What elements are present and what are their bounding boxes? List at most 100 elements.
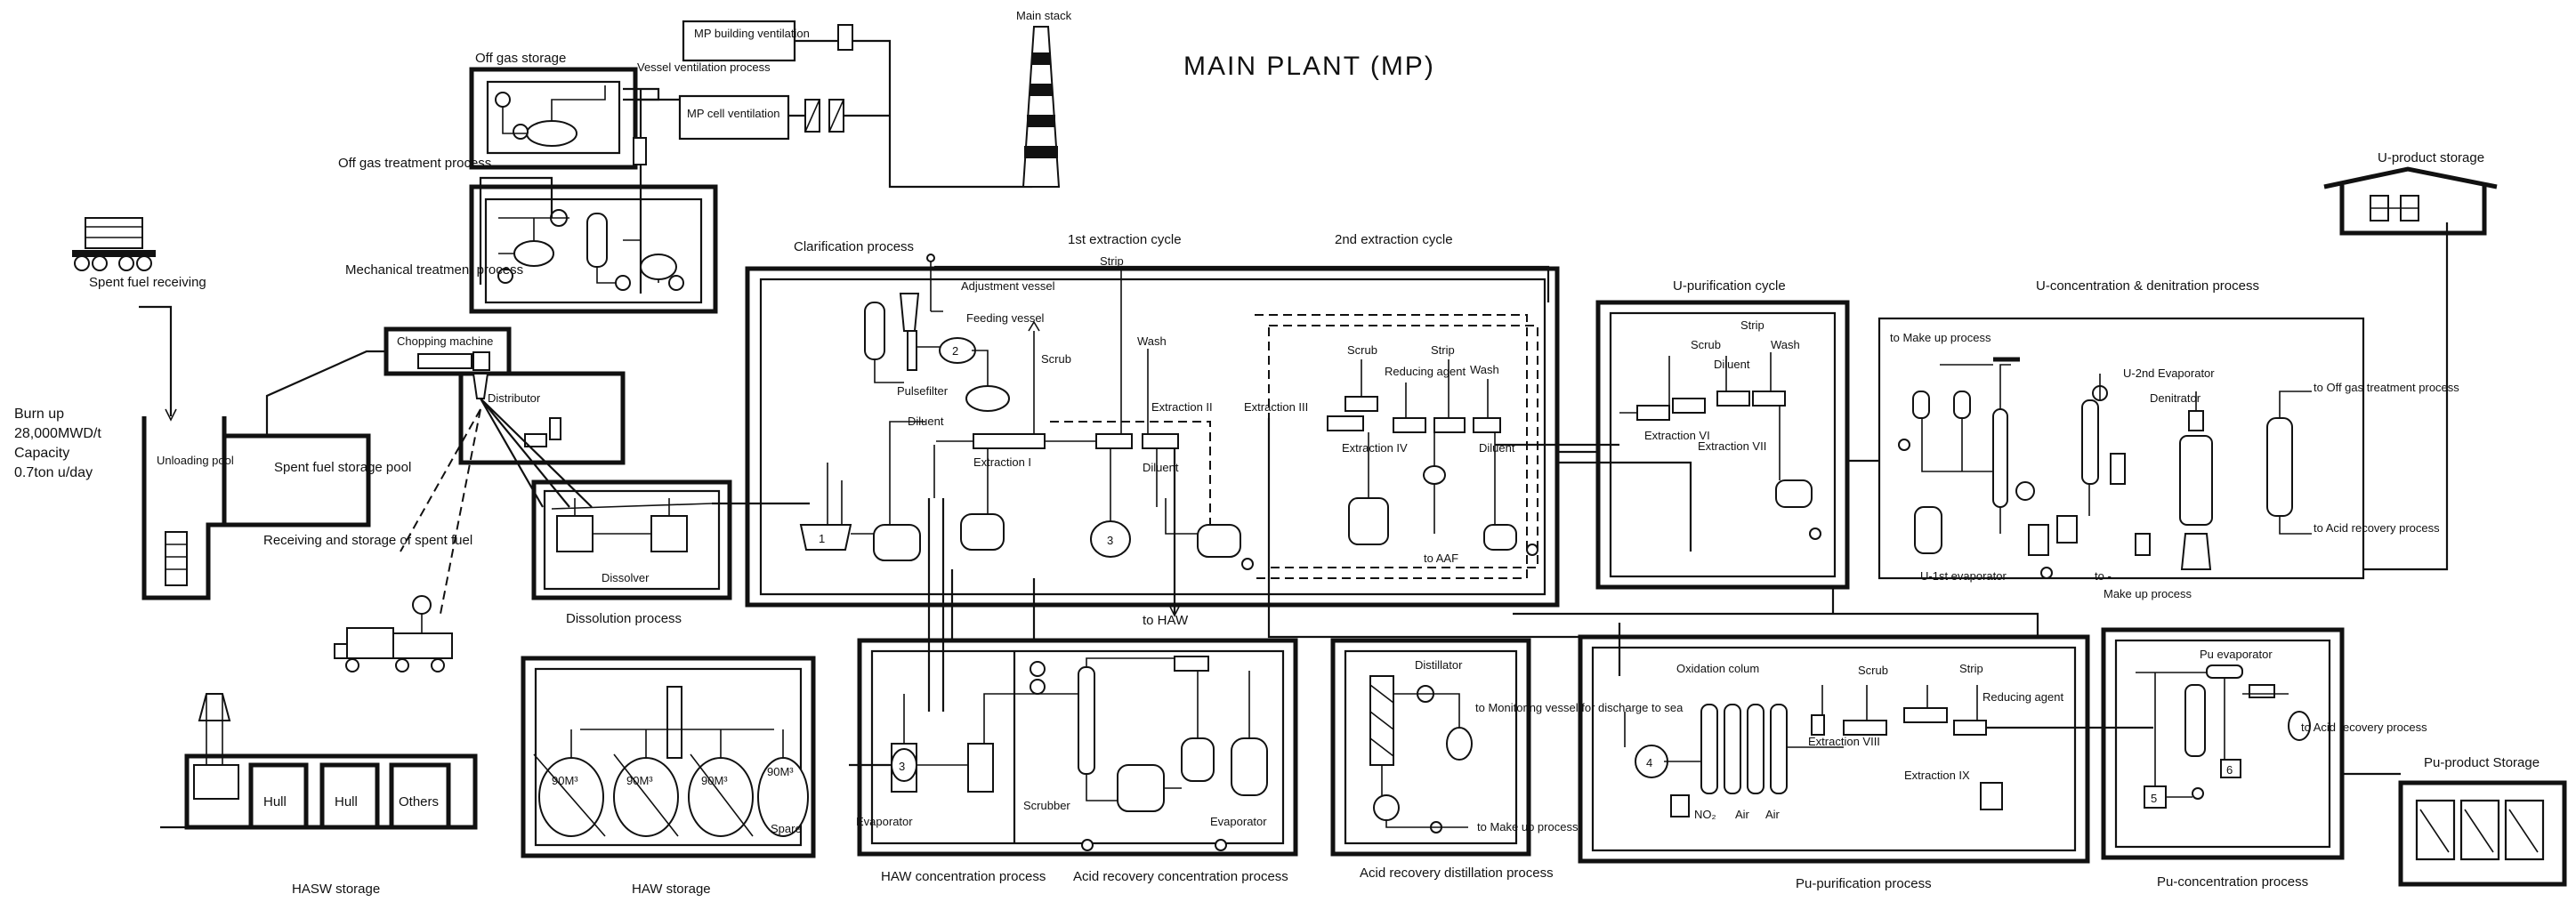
extraction-7-label: Extraction VII xyxy=(1698,439,1766,453)
scrub-label-4: Scrub xyxy=(1858,664,1888,677)
reducing-agent-label-2: Reducing agent xyxy=(1982,690,2063,704)
others-label: Others xyxy=(399,794,439,809)
scrub-label-1: Scrub xyxy=(1041,352,1071,366)
adjustment-vessel-label: Adjustment vessel xyxy=(961,279,1055,293)
vessel-6-number: 6 xyxy=(2226,763,2233,777)
to-acid-recovery-label-1: to Acid recovery process xyxy=(2314,521,2440,535)
receiving-storage-label: Receiving and storage of spent fuel xyxy=(263,533,472,548)
mp-cell-ventilation-label: MP cell ventilation xyxy=(687,107,780,120)
diluent-label-4: Diluent xyxy=(1714,358,1750,371)
to-dash-label: to - xyxy=(2095,569,2112,583)
pu-product-storage: Pu-product Storage xyxy=(2342,755,2564,884)
chopping-machine-label: Chopping machine xyxy=(397,334,493,348)
main-stack-label: Main stack xyxy=(1016,9,1072,22)
to-acid-recovery-label-2: to Acid recovery process xyxy=(2301,721,2427,734)
extraction-9-label: Extraction IX xyxy=(1904,769,1970,782)
burn-up-value: 28,000MWD/t xyxy=(14,426,101,441)
diluent-label-2: Diluent xyxy=(1143,461,1179,474)
second-extraction-cycle-label: 2nd extraction cycle xyxy=(1335,232,1453,247)
u-1st-evaporator-label: U-1st evaporator xyxy=(1920,569,2007,583)
u-product-storage-label: U-product storage xyxy=(2378,150,2484,165)
haw-tank-spare: 90M³Spare xyxy=(758,758,808,836)
strip-label-4: Strip xyxy=(1959,662,1983,675)
vessel-4-number: 4 xyxy=(1646,756,1652,769)
u-concentration: U-concentration & denitration process to… xyxy=(1879,222,2459,600)
diluent-label-1: Diluent xyxy=(908,415,944,428)
page-title: MAIN PLANT (MP) xyxy=(1183,52,1435,81)
mechanical-treatment-label: Mechanical treatment process xyxy=(345,262,523,278)
capacity-label: Capacity xyxy=(14,446,69,461)
diluent-label-3: Diluent xyxy=(1479,441,1515,455)
acid-recovery-distillation: Distillator to Monitoring vessel for dis… xyxy=(1333,640,1684,881)
strip-label-1: Strip xyxy=(1100,254,1124,268)
u-product-storage: U-product storage xyxy=(2324,150,2497,233)
u-2nd-evaporator-label: U-2nd Evaporator xyxy=(2123,366,2215,380)
make-up-process-label: Make up process xyxy=(2104,587,2192,600)
pu-product-storage-label: Pu-product Storage xyxy=(2424,755,2540,770)
spent-fuel-receiving-label: Spent fuel receiving xyxy=(89,275,206,290)
main-extraction-area: Clarification process 1st extraction cyc… xyxy=(747,232,1691,632)
wash-label-3: Wash xyxy=(1771,338,1800,351)
main-stack xyxy=(1023,27,1059,187)
evaporator-label-2: Evaporator xyxy=(1210,815,1267,828)
acid-recovery-distillation-label: Acid recovery distillation process xyxy=(1360,866,1554,881)
vessel-5-number: 5 xyxy=(2151,792,2157,805)
vessel-2-number: 2 xyxy=(952,344,958,358)
air-label-1: Air xyxy=(1735,808,1750,821)
spent-fuel-storage-pool-label: Spent fuel storage pool xyxy=(274,460,411,475)
extraction-3-label: Extraction III xyxy=(1244,400,1308,414)
to-make-up-process-label: to Make up process xyxy=(1890,331,1991,344)
hasw-storage-label: HASW storage xyxy=(292,882,380,897)
transport-truck xyxy=(335,596,452,672)
u-purification-cycle-label: U-purification cycle xyxy=(1673,278,1786,294)
svg-text:90M³: 90M³ xyxy=(552,774,578,787)
ventilation-area: MP building ventilation MP cell ventilat… xyxy=(623,9,1072,187)
off-gas-storage-label: Off gas storage xyxy=(475,51,566,66)
first-extraction-cycle-label: 1st extraction cycle xyxy=(1068,232,1182,247)
dissolution-process-label: Dissolution process xyxy=(566,611,682,626)
hull-label-2: Hull xyxy=(335,794,358,809)
strip-label-2: Strip xyxy=(1431,343,1455,357)
pu-concentration: Pu evaporator to Acid recovery process 6… xyxy=(2104,630,2427,890)
pu-concentration-label: Pu-concentration process xyxy=(2157,874,2308,890)
wash-label-1: Wash xyxy=(1137,334,1167,348)
distillator-label: Distillator xyxy=(1415,658,1463,672)
hull-label-1: Hull xyxy=(263,794,287,809)
capacity-value: 0.7ton u/day xyxy=(14,465,93,480)
vessel-ventilation-label: Vessel ventilation process xyxy=(637,60,771,74)
vessel-1-number: 1 xyxy=(819,532,825,545)
clarification-process-label: Clarification process xyxy=(794,239,914,254)
dissolver-label: Dissolver xyxy=(602,571,650,584)
oxidation-column-label: Oxidation colum xyxy=(1676,662,1759,675)
distributor-label: Distributor xyxy=(488,391,541,405)
unloading-pool-label: Unloading pool xyxy=(157,454,234,467)
feeding-vessel-label: Feeding vessel xyxy=(966,311,1045,325)
mp-building-ventilation-label: MP building ventilation xyxy=(694,27,810,40)
u-concentration-label: U-concentration & denitration process xyxy=(2036,278,2259,294)
air-label-2: Air xyxy=(1765,808,1781,821)
pulsefilter-label: Pulsefilter xyxy=(897,384,949,398)
svg-text:90M³: 90M³ xyxy=(767,765,794,778)
to-aaf-label: to AAF xyxy=(1424,552,1458,565)
to-off-gas-label: to Off gas treatment process xyxy=(2314,381,2459,394)
extraction-1-label: Extraction I xyxy=(973,455,1031,469)
extraction-4-label: Extraction IV xyxy=(1342,441,1408,455)
evaporator-label-1: Evaporator xyxy=(856,815,913,828)
hasw-storage: Hull Hull Others HASW storage xyxy=(160,694,475,897)
scrub-label-2: Scrub xyxy=(1347,343,1377,357)
vessel-3-number: 3 xyxy=(1107,534,1113,547)
vessel-3b-number: 3 xyxy=(899,760,905,773)
pu-purification: Oxidation colum Scrub Strip Reducing age… xyxy=(1580,623,2153,891)
extraction-2-label: Extraction II xyxy=(1151,400,1213,414)
strip-label-3: Strip xyxy=(1740,318,1764,332)
burn-up-label: Burn up xyxy=(14,407,64,422)
wash-label-2: Wash xyxy=(1470,363,1499,376)
scrubber-label: Scrubber xyxy=(1023,799,1070,812)
spent-fuel-storage-pool xyxy=(224,436,368,525)
to-make-up-label: to Make up process xyxy=(1477,820,1579,834)
off-gas-treatment-label: Off gas treatment process xyxy=(338,156,491,171)
scrub-label-3: Scrub xyxy=(1691,338,1721,351)
extraction-8-label: Extraction VIII xyxy=(1808,735,1880,748)
